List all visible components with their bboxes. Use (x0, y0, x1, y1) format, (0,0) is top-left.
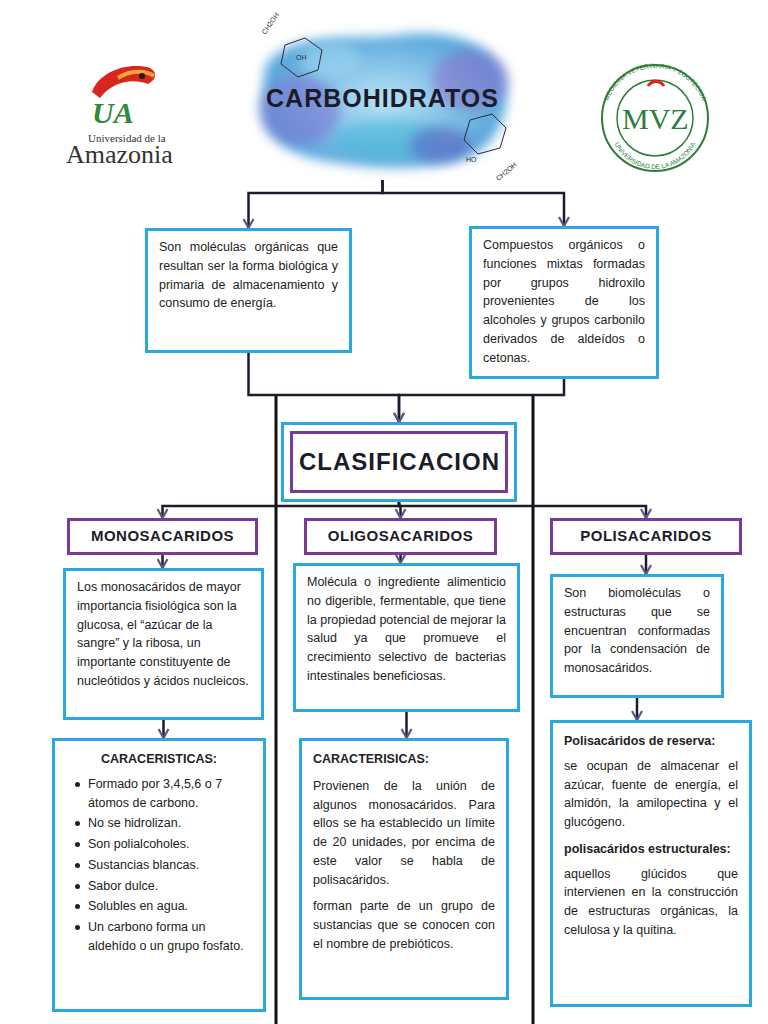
node-text: CARACERISTICAS: (66, 750, 252, 769)
node-text: aquellos glúcidos que intervienen en la … (564, 865, 738, 940)
node-text: forman parte de un grupo de sustancias q… (313, 897, 495, 953)
node-text: Son polialcoholes. (66, 835, 252, 854)
frame-line (275, 395, 278, 1024)
node-text: Molécula o ingrediente alimenticio no di… (307, 573, 506, 686)
text-box: CLASIFICACION (281, 422, 517, 502)
logo-text: UA (92, 96, 134, 130)
connector-arrow (383, 180, 565, 226)
node-text: Solubles en agua. (66, 897, 252, 916)
text-box: Los monosacáridos de mayor importancia f… (63, 568, 264, 720)
text-box: Molécula o ingrediente alimenticio no di… (293, 563, 520, 712)
seal-text: UNIVERSIDAD DE LA AMAZONIA (614, 140, 697, 170)
text-box: Son biomoléculas o estructuras que se en… (550, 574, 724, 698)
connector-arrow (399, 555, 402, 564)
node-text: No se hidrolizan. (66, 814, 252, 833)
text-box: Compuestos orgánicos o funciones mixtas … (469, 226, 659, 379)
node-text: Son biomoléculas o estructuras que se en… (564, 584, 710, 678)
connector-arrow (399, 379, 564, 422)
connector-arrow (249, 353, 400, 422)
node-text: Polisacáridos de reserva: (564, 732, 738, 751)
node-text: Compuestos orgánicos o funciones mixtas … (483, 236, 645, 367)
node-text: Sabor dulce. (66, 877, 252, 896)
node-text: POLISACARIDOS (580, 525, 712, 548)
connector-arrow (161, 555, 164, 569)
frame-line (532, 395, 535, 1024)
connector-arrow (405, 712, 408, 738)
seal-text: MEDICINA VETERINARIA Y ZOOTECNIA (602, 62, 707, 102)
node-text: Un carbono forma un aldehído o un grupo … (66, 918, 252, 956)
node-text: Formado por 3,4,5,6 o 7 átomos de carbon… (66, 775, 252, 813)
text-box: CARACTERISICAS: Provienen de la unión de … (299, 738, 509, 1000)
seal-text: UNIVERSIDAD DE LA AMAZONIA (614, 140, 697, 170)
university-logo (92, 66, 155, 98)
watercolor-blob (260, 33, 508, 167)
node-text: CARBOHIDRATOS (266, 80, 499, 118)
node-text: se ocupan de almacenar el azúcar, fuente… (564, 757, 738, 832)
title-blob: CARBOHIDRATOS (255, 18, 510, 180)
logo-text: CH2OH (260, 11, 280, 35)
node-text: OLIGOSACARIDOS (328, 525, 473, 548)
category-box: MONOSACARIDOS (67, 518, 258, 555)
connector-arrow (636, 698, 639, 720)
connector-arrow (399, 502, 646, 518)
logo-text: MVZ (622, 102, 689, 136)
node-text: MONOSACARIDOS (91, 525, 234, 548)
connector-arrow (162, 720, 165, 738)
node-text: Sustancias blancas. (66, 856, 252, 875)
category-box: POLISACARIDOS (550, 518, 742, 555)
node-text: polisacáridos estructurales: (564, 840, 738, 859)
connector-arrow (249, 180, 383, 228)
node-text: CLASIFICACION (290, 431, 508, 493)
category-box: OLIGOSACARIDOS (304, 518, 497, 555)
node-text: CARACTERISICAS: (313, 750, 495, 769)
logo-text: Amazonia (66, 140, 173, 170)
node-text: Los monosacáridos de mayor importancia f… (77, 578, 250, 691)
text-box: Son moléculas orgánicas que resultan ser… (145, 228, 352, 353)
text-box: CARACERISTICAS: Formado por 3,4,5,6 o 7 á… (52, 738, 266, 1012)
logo-text: OH (296, 54, 307, 61)
logo-text: HO (466, 156, 477, 163)
seal-text: MEDICINA VETERINARIA Y ZOOTECNIA (602, 62, 707, 102)
logo-text: CH2OH (495, 161, 518, 182)
node-text: Provienen de la unión de algunos monosac… (313, 777, 495, 890)
node-text: Son moléculas orgánicas que resultan ser… (159, 238, 338, 313)
text-box: Polisacáridos de reserva: se ocupan de al… (550, 720, 752, 1007)
connector-arrow (163, 502, 400, 518)
connector-arrow (645, 555, 648, 575)
